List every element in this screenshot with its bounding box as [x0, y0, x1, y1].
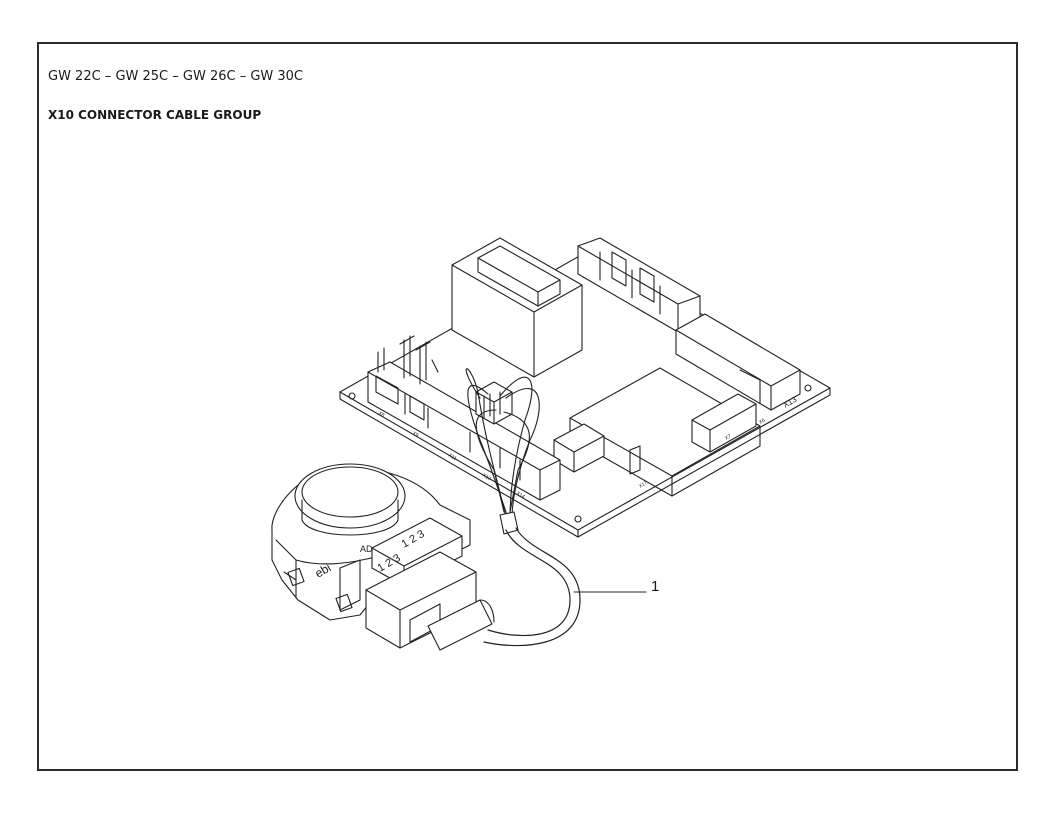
svg-text:X12: X12 — [481, 473, 492, 483]
svg-text:AD: AD — [360, 544, 373, 554]
svg-text:X9: X9 — [411, 431, 419, 439]
gas-valve-body: 1 2 3 1 2 3 ebi AD — [271, 463, 495, 651]
svg-text:X11: X11 — [447, 453, 458, 463]
section-title: X10 CONNECTOR CABLE GROUP — [48, 108, 262, 122]
svg-text:X7: X7 — [724, 433, 732, 441]
control-board: X13 X7 X6 X17 X8 X9 X11 X12 X14 — [339, 237, 831, 538]
svg-text:X17: X17 — [638, 480, 649, 490]
callout-number-1: 1 — [651, 578, 660, 595]
svg-text:ebi: ebi — [313, 560, 334, 580]
svg-text:X14: X14 — [515, 491, 526, 501]
svg-text:X8: X8 — [377, 411, 385, 419]
page-frame — [37, 42, 1018, 771]
model-list: GW 22C – GW 25C – GW 26C – GW 30C — [48, 69, 304, 84]
x10-cable-wires — [465, 368, 540, 519]
svg-text:X6: X6 — [758, 417, 766, 425]
cable-1 — [483, 511, 581, 647]
